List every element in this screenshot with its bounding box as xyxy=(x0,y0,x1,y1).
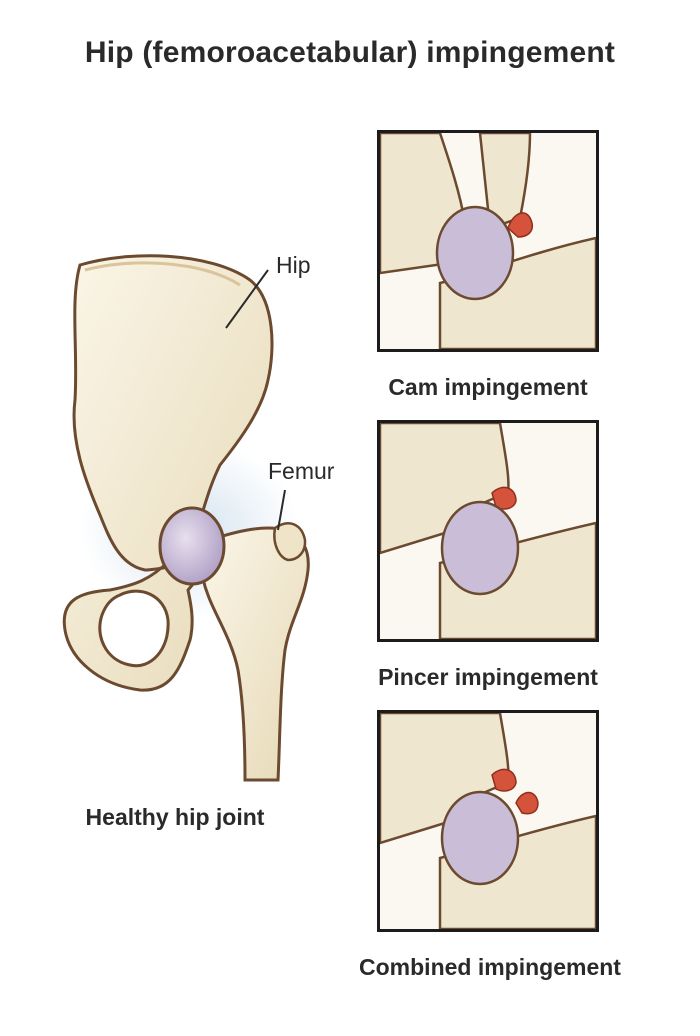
pincer-impingement-panel xyxy=(377,420,599,642)
cam-femoral-head xyxy=(435,205,515,301)
femoral-head xyxy=(158,506,226,586)
healthy-hip-caption: Healthy hip joint xyxy=(85,804,265,830)
combined-bump xyxy=(515,791,539,815)
combined-femoral-head xyxy=(440,790,520,886)
cam-caption: Cam impingement xyxy=(388,374,588,400)
hip-label: Hip xyxy=(276,252,311,278)
cam-impingement-panel xyxy=(377,130,599,352)
greater-trochanter xyxy=(273,522,307,562)
healthy-hip-illustration xyxy=(62,254,310,782)
hip-callout-line xyxy=(225,269,269,329)
pincer-femoral-head xyxy=(440,500,520,596)
pelvis-bone xyxy=(62,254,274,692)
page-title: Hip (femoroacetabular) impingement xyxy=(84,36,616,69)
femur-callout-line xyxy=(277,489,286,531)
pincer-caption: Pincer impingement xyxy=(378,664,598,690)
femur-label: Femur xyxy=(268,458,335,484)
combined-impingement-panel xyxy=(377,710,599,932)
cam-bump xyxy=(507,212,534,238)
combined-caption: Combined impingement xyxy=(359,954,621,980)
obturator-foramen xyxy=(98,589,170,668)
combined-overhang xyxy=(491,768,517,792)
